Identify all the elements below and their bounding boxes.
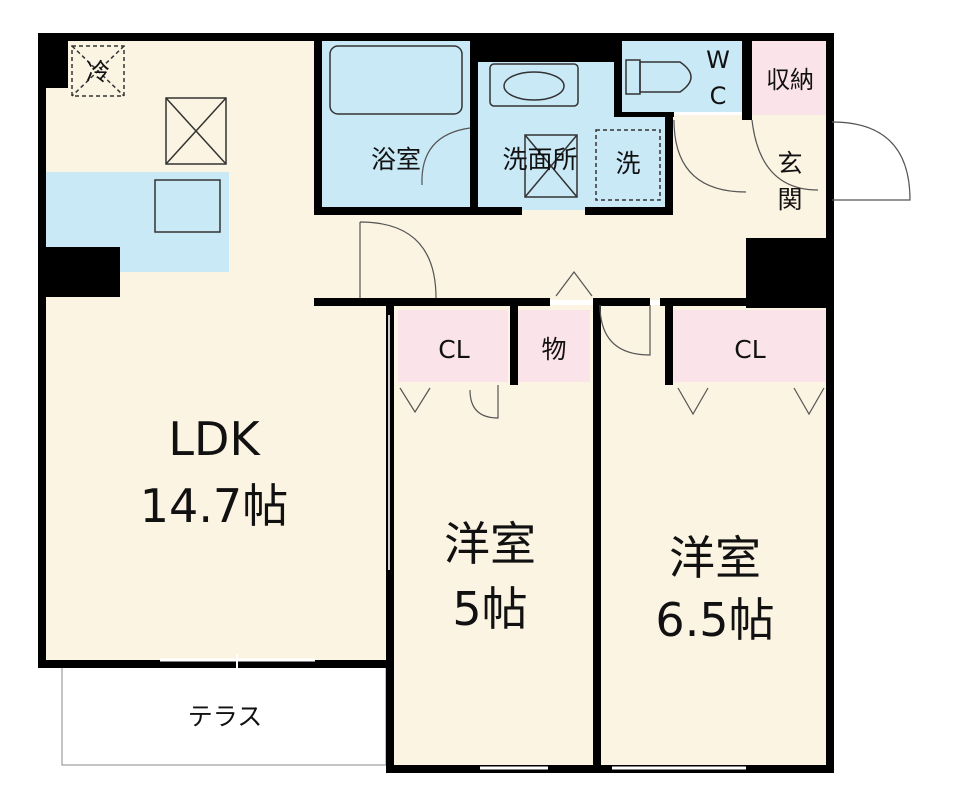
storage-floor: [752, 40, 827, 115]
entrance-label-2: 関: [777, 185, 802, 214]
bedroom-5-size: 5帖: [452, 582, 527, 636]
wall-store-divider: [510, 305, 518, 385]
storage-label: 収納: [766, 66, 814, 94]
bed5-door: [469, 385, 499, 419]
duct-box: [165, 97, 227, 165]
bedroom-65-name: 洋室: [669, 531, 761, 585]
terrace-area: [61, 661, 387, 766]
labels: 冷 浴室 洗面所 洗 W C 収納 玄 関 CL 物 CL LDK 14.7帖 …: [86, 46, 814, 731]
fridge-label: 冷: [86, 58, 110, 86]
wall-hall-bottom-r2: [660, 298, 750, 306]
wall-wc-right: [742, 40, 752, 120]
closet-b-marker-1: [677, 387, 709, 416]
wall-wash-right: [665, 112, 673, 215]
bedroom-5-name: 洋室: [444, 517, 536, 571]
hall-door-ldk: [359, 221, 437, 299]
fixtures: [71, 45, 692, 233]
store-label: 物: [541, 335, 566, 364]
wall-bath-left: [314, 33, 322, 215]
wall-wc-left: [614, 40, 622, 115]
wash-small-diag-2: [524, 134, 578, 198]
wall-kitchen-pillar: [42, 247, 120, 297]
entrance-label-1: 玄: [777, 149, 802, 178]
bath-label: 浴室: [371, 145, 421, 174]
washer-box: [595, 129, 661, 201]
wall-top-right: [317, 33, 832, 41]
ldk-name: LDK: [168, 412, 261, 466]
wc-w-label: W: [706, 46, 730, 74]
bed65-door: [599, 304, 651, 356]
hall-marker: [555, 271, 593, 297]
wall-hall-bottom-left: [314, 298, 394, 306]
wc-c-label: C: [710, 82, 727, 110]
entrance-floor: [752, 115, 827, 240]
wall-top-left: [40, 33, 320, 41]
closet-a-marker: [399, 387, 431, 414]
wall-closet-b-left: [665, 305, 673, 385]
toilet-bowl: [639, 61, 692, 93]
closet-b-label: CL: [734, 335, 765, 364]
wall-bath-bottom: [314, 207, 474, 215]
fridge-box: [71, 45, 125, 97]
closet-b-floor: [672, 310, 828, 382]
kitchen-sink: [154, 179, 221, 233]
closet-a-floor: [398, 310, 508, 382]
wall-wash-bottom-r: [585, 207, 671, 215]
wash-basin-bowl: [503, 71, 565, 101]
bath-floor: [322, 40, 472, 208]
washroom-label: 洗面所: [502, 145, 577, 174]
terrace-label: テラス: [188, 702, 263, 731]
wc-door: [673, 119, 747, 193]
closet-b-marker-2: [793, 387, 825, 416]
wall-wash-bottom: [470, 207, 522, 215]
store-floor: [518, 310, 590, 382]
wash-basin: [489, 63, 579, 107]
bedroom-65-size: 6.5帖: [655, 593, 774, 647]
wall-wc-bottom: [614, 112, 674, 117]
wall-ldk-bottom: [38, 660, 390, 668]
wall-left: [38, 33, 46, 668]
floor-fills: [42, 40, 828, 766]
closet-a-label: CL: [438, 335, 469, 364]
doors: [160, 119, 911, 770]
ldk-floor-lower: [317, 300, 387, 660]
wall-left-corner: [38, 33, 68, 88]
entrance-door: [831, 121, 911, 201]
wall-wash-top: [470, 40, 622, 62]
wall-entrance-step: [746, 238, 834, 308]
duct-diag-2: [165, 97, 227, 165]
ldk-floor: [42, 40, 317, 660]
bathtub: [329, 45, 463, 115]
wall-bath-right: [470, 40, 478, 215]
wall-hall-bottom-right: [600, 298, 650, 306]
wall-hall-bottom-mid: [390, 298, 550, 306]
wall-right: [826, 33, 834, 773]
ldk-size: 14.7帖: [140, 479, 288, 533]
fridge-diag-2: [71, 45, 125, 97]
entrance-inner-door: [751, 119, 819, 191]
wall-bottom-right: [386, 765, 834, 773]
wall-bed-divider: [593, 298, 601, 773]
wash-small-box: [524, 134, 578, 198]
bath-door: [421, 127, 471, 186]
washer-label: 洗: [615, 149, 640, 178]
